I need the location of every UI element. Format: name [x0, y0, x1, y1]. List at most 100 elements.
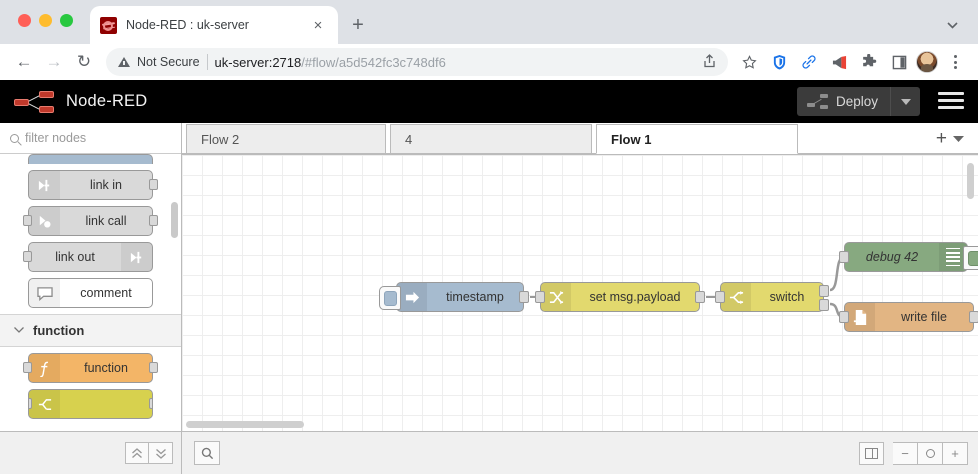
node-label: write file	[901, 310, 947, 324]
browser-tab[interactable]: Node-RED : uk-server ×	[90, 6, 338, 44]
maximize-window-button[interactable]	[60, 14, 73, 27]
palette-node-cut-bottom[interactable]	[28, 389, 153, 419]
add-flow-button[interactable]: +	[935, 128, 947, 149]
output-port[interactable]	[149, 179, 158, 190]
deploy-button[interactable]: Deploy	[796, 87, 890, 116]
file-write-icon	[845, 303, 875, 331]
close-window-button[interactable]	[18, 14, 31, 27]
palette-scroll-area[interactable]: link in link call link out	[0, 154, 181, 431]
tab-flow-2[interactable]: Flow 2	[186, 124, 386, 154]
output-port[interactable]	[969, 311, 978, 323]
node-debug-42[interactable]: debug 42	[839, 242, 978, 272]
puzzle-icon[interactable]	[856, 49, 882, 75]
url-host: uk-server:2718	[214, 54, 302, 70]
input-port[interactable]	[23, 251, 32, 262]
filter-nodes-field[interactable]: filter nodes	[0, 123, 181, 154]
deploy-icon	[806, 93, 828, 110]
node-inject-timestamp[interactable]: timestamp	[379, 282, 529, 312]
palette-footer	[0, 432, 182, 474]
palette-node-label: link in	[90, 178, 122, 192]
browser-chrome: Node-RED : uk-server × + ← → ↻ Not Secur…	[0, 0, 978, 80]
node-write-file[interactable]: write file	[839, 302, 978, 332]
palette-node-comment[interactable]: comment	[28, 278, 153, 308]
zoom-in-button[interactable]: +	[943, 441, 968, 465]
deploy-control[interactable]: Deploy	[796, 87, 920, 116]
input-port[interactable]	[23, 215, 32, 226]
avatar[interactable]	[916, 51, 938, 73]
node-switch[interactable]: switch	[715, 282, 829, 312]
workspace: filter nodes link in link call	[0, 123, 978, 431]
chevron-down-icon[interactable]	[940, 13, 964, 37]
reload-button[interactable]: ↻	[76, 52, 92, 71]
toolbar-icons	[736, 49, 968, 75]
output-port[interactable]	[519, 291, 529, 303]
input-port[interactable]	[535, 291, 545, 303]
inject-trigger-button[interactable]	[379, 286, 401, 310]
canvas-view-controls: − +	[859, 441, 978, 465]
shield-icon[interactable]	[766, 49, 792, 75]
tab-flow-1[interactable]: Flow 1	[596, 124, 798, 154]
chevron-down-icon	[14, 325, 24, 336]
close-icon[interactable]: ×	[313, 16, 323, 34]
flow-canvas[interactable]: timestamp set msg.payload switch	[182, 155, 978, 431]
window-controls[interactable]	[18, 14, 73, 27]
input-port[interactable]	[23, 362, 32, 373]
node-red-logo-icon	[14, 90, 56, 114]
function-icon	[29, 354, 60, 382]
back-button[interactable]: ←	[15, 52, 33, 71]
browser-tab-title: Node-RED : uk-server	[126, 18, 249, 32]
node-label: timestamp	[446, 290, 504, 304]
inject-arrow-icon	[397, 283, 427, 311]
palette-category-function[interactable]: function	[0, 314, 181, 347]
address-bar[interactable]: Not Secure uk-server:2718/#flow/a5d542fc…	[106, 48, 728, 76]
sidebar-icon[interactable]	[886, 49, 912, 75]
canvas-horizontal-scrollbar[interactable]	[186, 421, 304, 428]
search-flows-button[interactable]	[194, 441, 220, 465]
output-port[interactable]	[695, 291, 705, 303]
zoom-reset-button[interactable]	[918, 441, 943, 465]
debug-toggle-button[interactable]	[963, 246, 978, 270]
share-icon[interactable]	[703, 53, 716, 71]
output-port[interactable]	[149, 215, 158, 226]
minimize-window-button[interactable]	[39, 14, 52, 27]
link-icon[interactable]	[796, 49, 822, 75]
change-shuffle-icon	[541, 283, 571, 311]
expand-all-button[interactable]	[149, 442, 173, 464]
bookmark-star-icon[interactable]	[736, 49, 762, 75]
palette-node-function[interactable]: function	[23, 353, 158, 383]
node-change-set-msg-payload[interactable]: set msg.payload	[535, 282, 705, 312]
hamburger-menu-icon[interactable]	[938, 92, 964, 109]
output-port-1[interactable]	[819, 285, 829, 297]
node-red-favicon	[100, 16, 117, 34]
node-label: set msg.payload	[589, 290, 681, 304]
output-port-2[interactable]	[819, 299, 829, 311]
palette-node-link-out[interactable]: link out	[23, 242, 153, 272]
tab-4[interactable]: 4	[390, 124, 592, 154]
palette-node-label: comment	[80, 286, 132, 300]
kebab-menu-icon[interactable]	[942, 49, 968, 75]
palette-node-cut-top[interactable]	[28, 154, 153, 164]
collapse-all-button[interactable]	[125, 442, 149, 464]
megaphone-icon[interactable]	[826, 49, 852, 75]
output-port[interactable]	[149, 362, 158, 373]
input-port[interactable]	[715, 291, 725, 303]
zoom-out-button[interactable]: −	[893, 441, 918, 465]
input-port[interactable]	[839, 311, 849, 323]
forward-button[interactable]: →	[45, 52, 63, 71]
palette-node-label: link call	[85, 214, 127, 228]
new-tab-button[interactable]: +	[352, 13, 364, 36]
palette-node-link-call[interactable]: link call	[23, 206, 158, 236]
tab-label: Flow 2	[201, 131, 240, 147]
navigator-map-icon[interactable]	[859, 441, 884, 465]
palette-node-link-in[interactable]: link in	[28, 170, 158, 200]
url-text: uk-server:2718/#flow/a5d542fc3c748df6	[215, 55, 446, 70]
flow-menu-button[interactable]	[953, 134, 964, 144]
tab-label: Flow 1	[611, 131, 652, 147]
palette-scrollbar[interactable]	[171, 202, 178, 238]
canvas-vertical-scrollbar[interactable]	[967, 163, 974, 199]
filter-placeholder: filter nodes	[25, 131, 87, 145]
input-port[interactable]	[839, 251, 849, 263]
output-port[interactable]	[149, 398, 152, 409]
deploy-dropdown-button[interactable]	[890, 87, 920, 116]
input-port[interactable]	[29, 398, 32, 409]
